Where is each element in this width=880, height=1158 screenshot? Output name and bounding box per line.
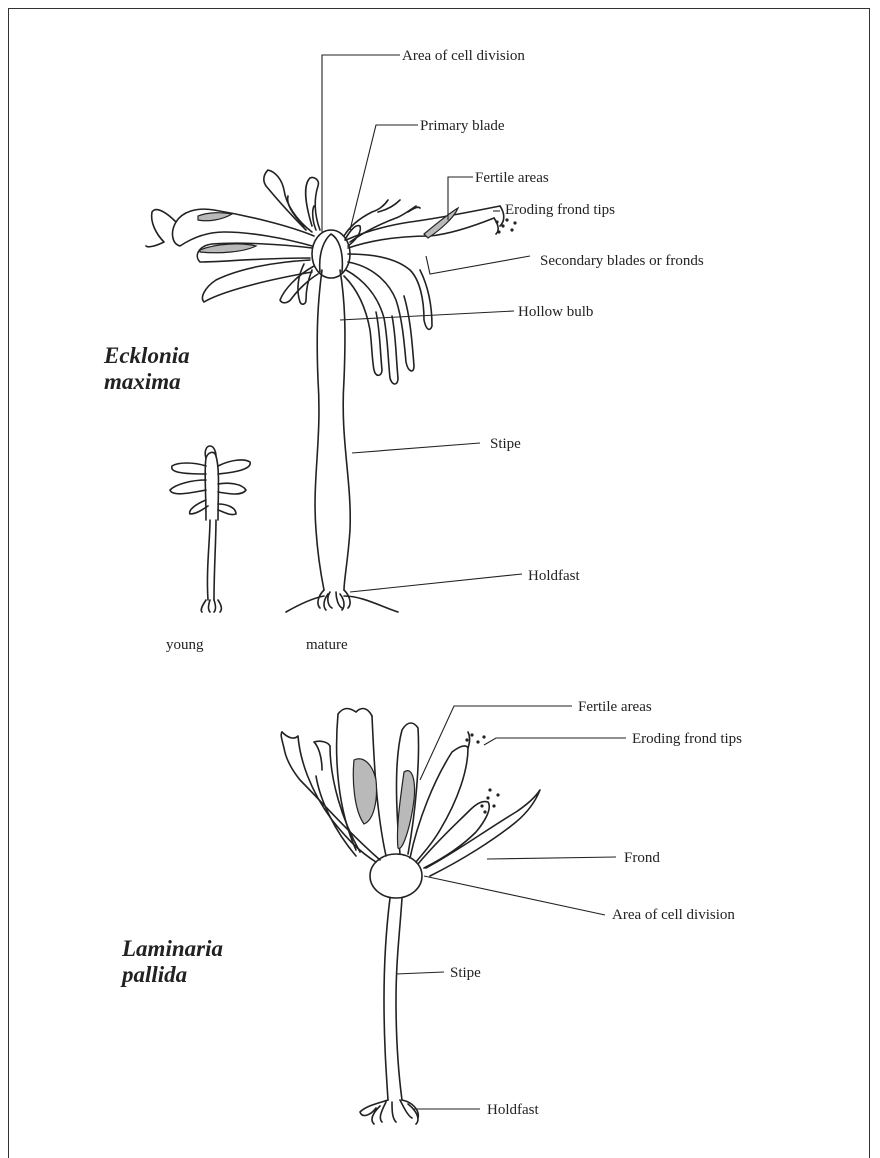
label-holdfast-laminaria: Holdfast xyxy=(487,1102,539,1118)
label-stipe-laminaria: Stipe xyxy=(450,965,481,981)
label-fertile-areas-ecklonia: Fertile areas xyxy=(475,170,549,186)
label-secondary-blades: Secondary blades or fronds xyxy=(540,253,704,269)
label-fertile-areas-laminaria: Fertile areas xyxy=(578,699,652,715)
ecklonia-young-plant xyxy=(170,446,250,612)
species-name-laminaria-line1: Laminaria xyxy=(121,936,223,961)
ecklonia-mature-plant xyxy=(146,170,517,612)
label-holdfast-ecklonia: Holdfast xyxy=(528,568,580,584)
species-name-laminaria-line2: pallida xyxy=(120,962,187,987)
label-mature: mature xyxy=(306,637,348,653)
label-stipe-ecklonia: Stipe xyxy=(490,436,521,452)
label-frond: Frond xyxy=(624,850,660,866)
label-area-cell-division-laminaria: Area of cell division xyxy=(612,907,735,923)
laminaria-leader-lines xyxy=(396,706,626,1109)
label-eroding-frond-tips-ecklonia: Eroding frond tips xyxy=(505,202,615,218)
label-hollow-bulb: Hollow bulb xyxy=(518,304,593,320)
label-primary-blade: Primary blade xyxy=(420,118,505,134)
ecklonia-leader-lines xyxy=(322,55,530,592)
label-young: young xyxy=(166,637,204,653)
laminaria-plant xyxy=(281,709,540,1125)
species-name-ecklonia-line2: maxima xyxy=(104,369,181,394)
label-area-cell-division-ecklonia: Area of cell division xyxy=(402,48,525,64)
species-name-ecklonia-line1: Ecklonia xyxy=(103,343,190,368)
label-eroding-frond-tips-laminaria: Eroding frond tips xyxy=(632,731,742,747)
